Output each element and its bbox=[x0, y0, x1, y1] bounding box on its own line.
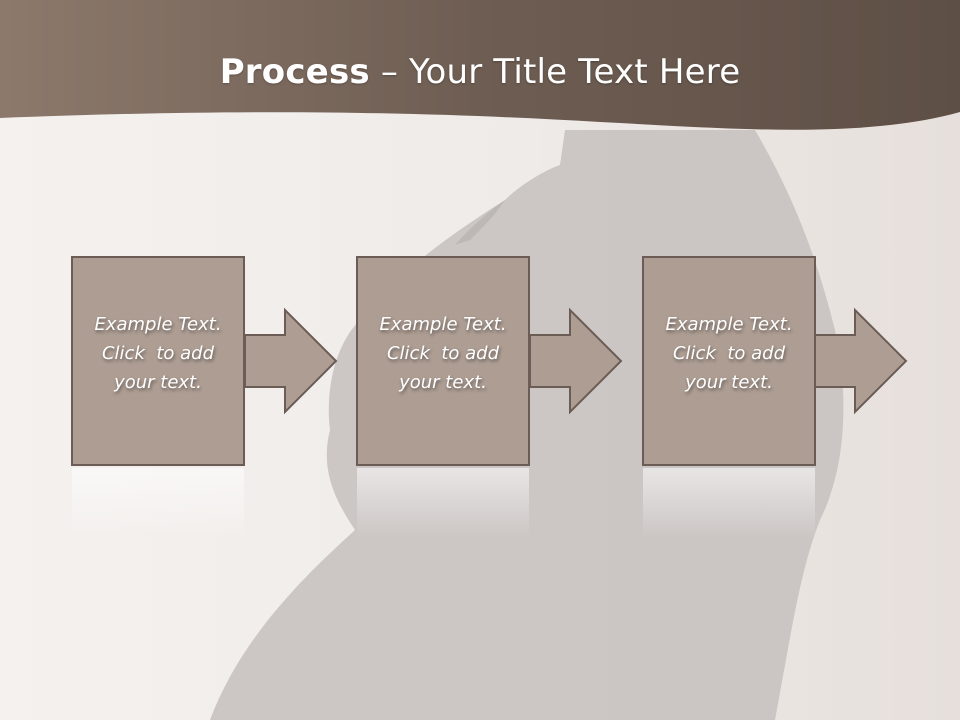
silhouette-shoulder bbox=[455, 200, 505, 245]
arrow-1 bbox=[244, 307, 338, 415]
step-3-line-3: your text. bbox=[685, 372, 773, 393]
process-step-1[interactable] bbox=[71, 256, 338, 538]
title-rest: – Your Title Text Here bbox=[369, 52, 741, 92]
step-3-text[interactable]: Example Text. Click to add your text. bbox=[643, 310, 815, 397]
step-3-line-2: Click to add bbox=[672, 343, 785, 364]
step-3-line-1: Example Text. bbox=[665, 314, 793, 335]
step-1-text[interactable]: Example Text. Click to add your text. bbox=[72, 310, 244, 397]
arrow-2 bbox=[529, 307, 623, 415]
reflection-2 bbox=[357, 468, 529, 538]
step-2-line-2: Click to add bbox=[386, 343, 499, 364]
box-2 bbox=[356, 256, 530, 466]
slide-title[interactable]: Process – Your Title Text Here bbox=[0, 52, 960, 92]
step-1-line-1: Example Text. bbox=[94, 314, 222, 335]
step-2-line-1: Example Text. bbox=[379, 314, 507, 335]
step-1-line-3: your text. bbox=[114, 372, 202, 393]
arrow-3 bbox=[814, 307, 908, 415]
box-1 bbox=[71, 256, 245, 466]
title-bold: Process bbox=[219, 52, 370, 92]
box-3 bbox=[642, 256, 816, 466]
step-2-line-3: your text. bbox=[399, 372, 487, 393]
reflection-3 bbox=[643, 468, 815, 538]
header-band bbox=[0, 0, 960, 130]
process-step-3[interactable] bbox=[642, 256, 908, 538]
process-step-2[interactable] bbox=[356, 256, 623, 538]
step-2-text[interactable]: Example Text. Click to add your text. bbox=[357, 310, 529, 397]
reflection-1 bbox=[72, 468, 244, 538]
step-1-line-2: Click to add bbox=[101, 343, 214, 364]
